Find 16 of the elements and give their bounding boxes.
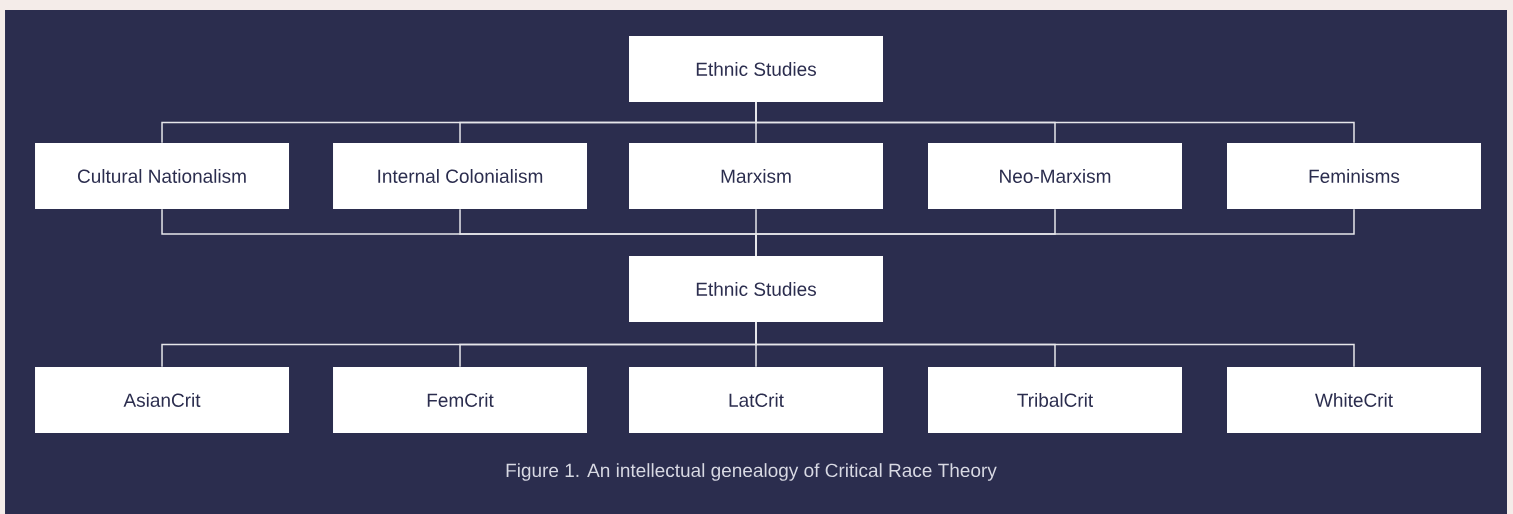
text-box: Neo-Marxism [928, 143, 1182, 209]
text-box: AsianCrit [35, 367, 289, 433]
text-box: LatCrit [629, 367, 883, 433]
text-box: Cultural Nationalism [35, 143, 289, 209]
connector-line [755, 321, 1355, 368]
text-box: Marxism [629, 143, 883, 209]
text-box: Internal Colonialism [333, 143, 587, 209]
text-box: FemCrit [333, 367, 587, 433]
text-box: Ethnic Studies [629, 256, 883, 322]
text-box: WhiteCrit [1227, 367, 1481, 433]
connector-line [755, 208, 1355, 257]
text-box: Ethnic Studies [629, 36, 883, 102]
connector-line [755, 101, 1355, 144]
caption: Figure 1. An intellectual genealogy of Critical Race Theory [506, 463, 997, 481]
text-box: TribalCrit [928, 367, 1182, 433]
text-box: Feminisms [1227, 143, 1481, 209]
